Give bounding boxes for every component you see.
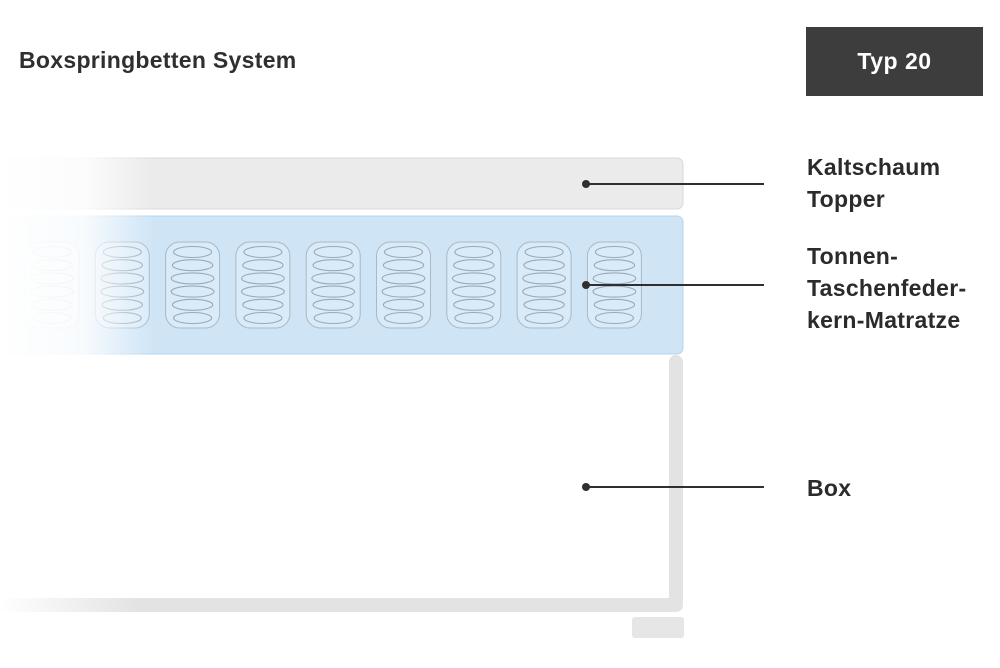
label-mattress-line-3: kern-Matratze [807, 307, 961, 333]
label-box: Box [807, 472, 851, 504]
page-title: Boxspringbetten System [19, 47, 297, 73]
leader-line-topper [582, 180, 764, 188]
label-mattress-line-2: Taschenfeder- [807, 275, 967, 301]
left-fade [0, 150, 700, 360]
leader-line-mattress [582, 281, 764, 289]
label-topper: Kaltschaum Topper [807, 151, 940, 215]
label-topper-line-2: Topper [807, 186, 886, 212]
label-mattress: Tonnen- Taschenfeder- kern-Matratze [807, 240, 966, 336]
label-topper-line-1: Kaltschaum [807, 154, 941, 180]
label-box-line-1: Box [807, 475, 852, 501]
label-mattress-line-1: Tonnen- [807, 243, 899, 269]
leader-line-box [582, 483, 764, 491]
left-fade-box [0, 595, 700, 615]
box-foot [632, 617, 684, 638]
type-badge: Typ 20 [806, 27, 983, 96]
